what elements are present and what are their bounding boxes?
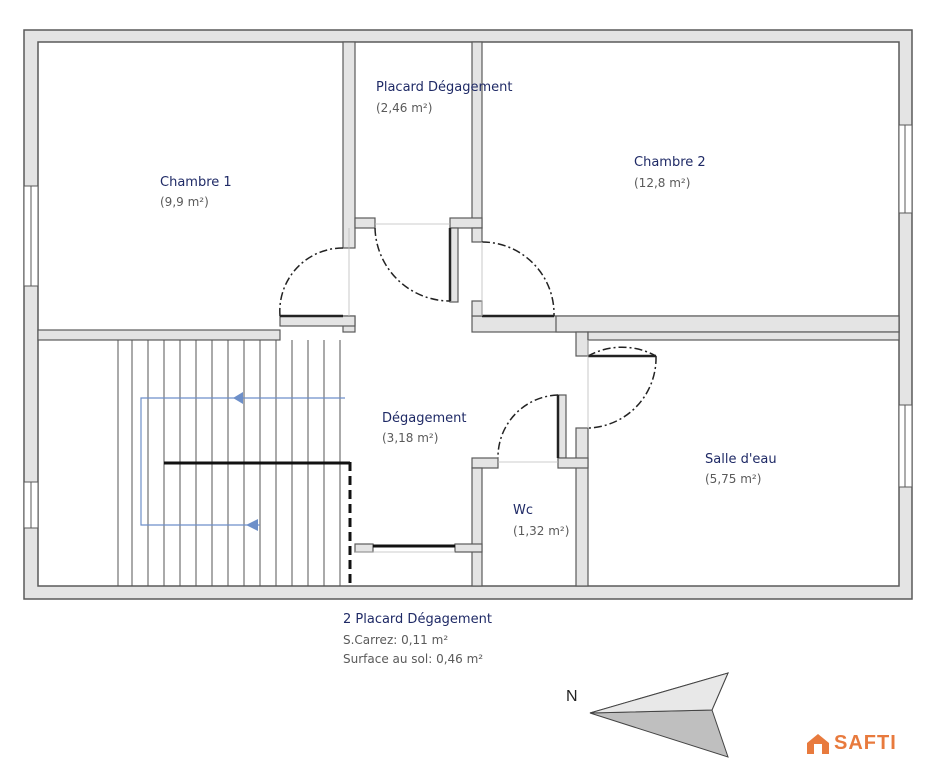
room-name-wc: Wc (513, 503, 534, 518)
stair-arrow-head-up (233, 392, 243, 404)
room-name-chambre-2: Chambre 2 (634, 155, 706, 170)
extra-placard-title: 2 Placard Dégagement (343, 612, 492, 627)
door-leaves (280, 228, 656, 458)
compass-north-label: N (566, 688, 578, 705)
exterior-wall (23, 29, 913, 600)
extra-carrez: S.Carrez: 0,11 m² (343, 633, 449, 647)
stair-arrow-head-down (246, 519, 258, 531)
doors (279, 227, 657, 459)
extra-floor-area: Surface au sol: 0,46 m² (343, 652, 484, 666)
room-area-degagement: (3,18 m²) (382, 431, 439, 445)
room-area-chambre-1: (9,9 m²) (160, 195, 209, 209)
room-name-degagement: Dégagement (382, 411, 467, 426)
room-area-placard: (2,46 m²) (376, 101, 433, 115)
compass-arrow (589, 672, 729, 758)
brand-logo: SAFTI (806, 732, 897, 755)
room-area-salle-eau: (5,75 m²) (705, 472, 762, 486)
house-icon (807, 733, 829, 754)
room-area-wc: (1,32 m²) (513, 524, 570, 538)
interior-walls (37, 41, 900, 587)
room-name-chambre-1: Chambre 1 (160, 175, 232, 190)
guide-lines (348, 223, 589, 553)
room-area-chambre-2: (12,8 m²) (634, 176, 691, 190)
room-name-salle-eau: Salle d'eau (705, 452, 777, 467)
brand-name: SAFTI (834, 732, 897, 754)
windows (23, 124, 913, 529)
room-name-placard: Placard Dégagement (376, 80, 513, 95)
